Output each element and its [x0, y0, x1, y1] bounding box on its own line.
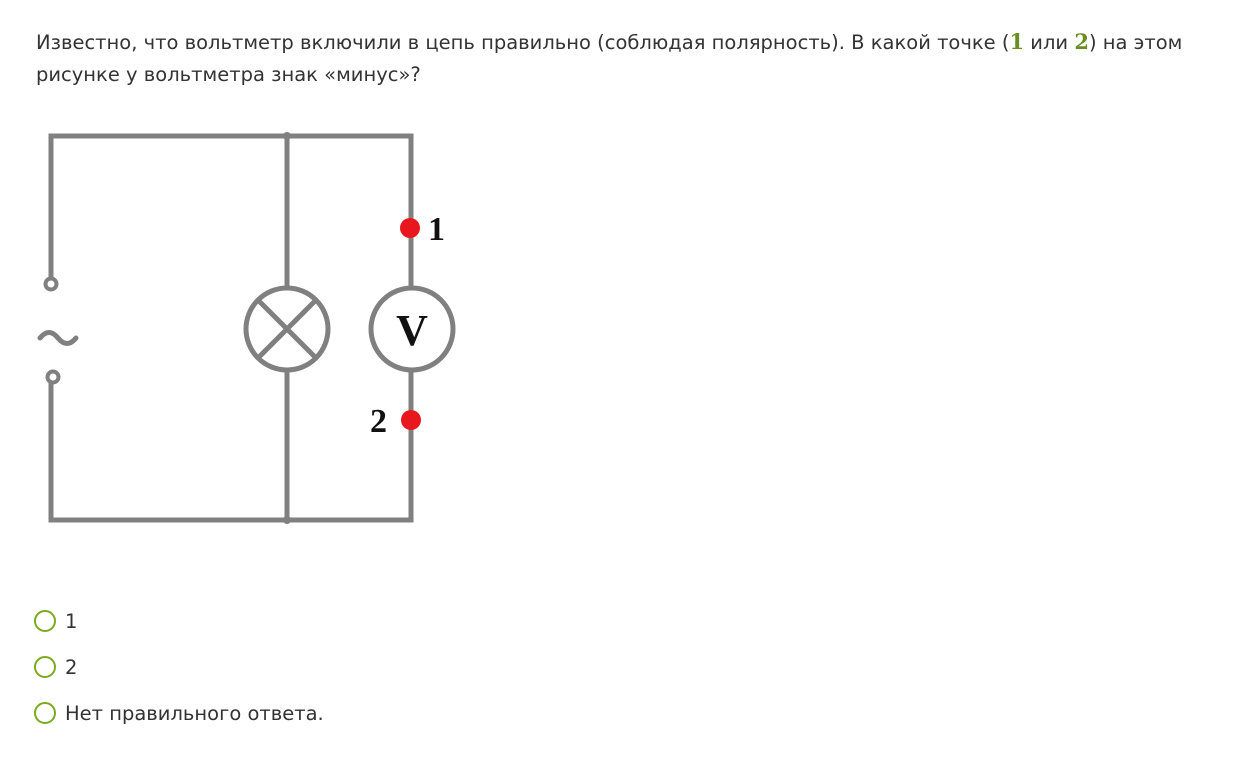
junction-bottom [283, 516, 291, 524]
answer-option-1[interactable]: 1 [34, 598, 324, 644]
circuit-wires [48, 133, 414, 523]
question-text-end: ) на этом рисунке у вольтметра знак «мин… [36, 31, 1183, 86]
radio-button[interactable] [34, 702, 56, 724]
point-1-marker [400, 218, 420, 238]
answer-option-label: Нет правильного ответа. [65, 701, 324, 725]
answer-option-none[interactable]: Нет правильного ответа. [34, 690, 324, 736]
lamp-icon [243, 285, 331, 373]
point-2-label: 2 [370, 403, 387, 440]
junction-top [283, 132, 291, 140]
ac-source-icon [37, 330, 79, 346]
highlight-point-1: 1 [1009, 29, 1025, 54]
circuit-diagram: V 1 2 [37, 132, 456, 524]
question-text: Известно, что вольтметр включили в цепь … [36, 26, 1231, 91]
question-text-start: Известно, что вольтметр включили в цепь … [36, 31, 1010, 54]
radio-button[interactable] [34, 656, 56, 678]
terminal-top [43, 276, 59, 292]
question-text-or: или [1024, 31, 1075, 54]
answer-options: 1 2 Нет правильного ответа. [34, 598, 324, 736]
point-2-marker [401, 410, 421, 430]
terminal-bottom [45, 369, 61, 385]
answer-option-label: 1 [65, 609, 78, 633]
answer-option-label: 2 [65, 655, 78, 679]
point-1-label: 1 [428, 211, 445, 248]
voltmeter-icon: V [368, 285, 456, 373]
voltmeter-label: V [396, 306, 428, 355]
answer-option-2[interactable]: 2 [34, 644, 324, 690]
radio-button[interactable] [34, 610, 56, 632]
highlight-point-2: 2 [1074, 29, 1089, 54]
